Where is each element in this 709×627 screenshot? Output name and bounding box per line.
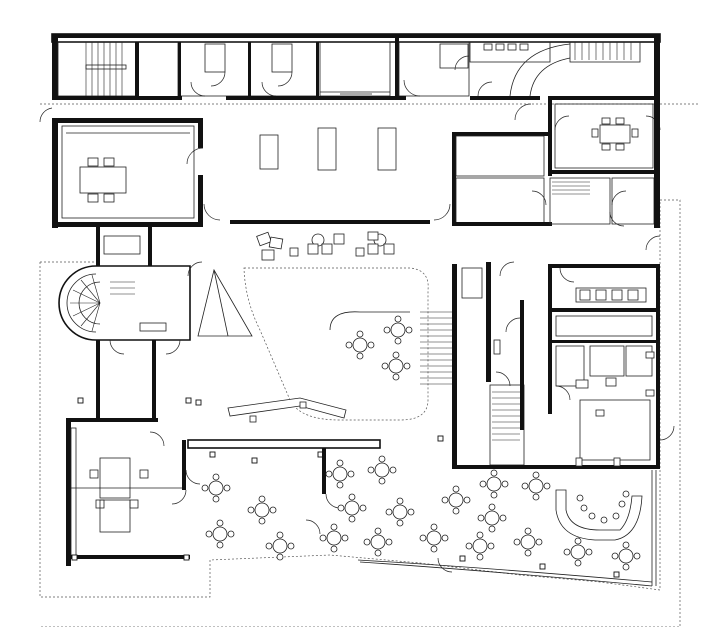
- restaurant-table: [521, 471, 551, 501]
- stair-east-small-treads: [552, 181, 590, 195]
- entrance-corridor: [319, 41, 391, 97]
- meeting-room-east: [452, 96, 661, 228]
- spiral-stair: [58, 226, 192, 420]
- office-north-row: [177, 41, 319, 98]
- site-boundary-line: [39, 199, 681, 627]
- display-case-2: [317, 127, 337, 171]
- meeting-table-west: [79, 166, 127, 194]
- bar-stools: [576, 490, 630, 524]
- restaurant-table: [513, 527, 543, 557]
- hall-lounge: [256, 231, 395, 261]
- stair-north-east-treads: [574, 42, 632, 60]
- stair-north-west: [57, 41, 139, 97]
- restaurant-table: [247, 495, 277, 525]
- restaurant-table: [265, 531, 295, 561]
- restaurant-south: [187, 439, 657, 587]
- restaurant-table: [441, 485, 471, 515]
- atrium-table-2: [383, 315, 413, 345]
- restaurant-table: [419, 523, 449, 553]
- restaurant-table: [611, 541, 641, 571]
- restaurant-table: [367, 455, 397, 485]
- restaurant-table: [385, 497, 415, 527]
- restaurant-table: [205, 519, 235, 549]
- restaurant-table: [479, 469, 509, 499]
- restaurant-table: [477, 503, 507, 533]
- atrium-table-1: [345, 330, 375, 360]
- restaurant-table: [319, 523, 349, 553]
- display-case-1: [259, 134, 279, 170]
- door-restaurant-west: [185, 469, 201, 485]
- office-south-west: [66, 418, 190, 566]
- restaurant-table: [465, 531, 495, 561]
- spiral-stair-treads: [70, 274, 135, 332]
- stair-core-east: [420, 261, 660, 469]
- north-block: [40, 33, 700, 105]
- atrium-table-3: [381, 351, 411, 381]
- kitchen-east: [548, 264, 675, 469]
- restaurant-table: [363, 527, 393, 557]
- restaurant-table: [337, 493, 367, 523]
- door-west-hall: [187, 261, 203, 277]
- display-case-3: [377, 127, 397, 171]
- restaurant-table: [325, 459, 355, 489]
- door-east-hall: [645, 235, 661, 251]
- lounge-chair-group-1: [256, 231, 284, 261]
- restaurant-tables: [201, 455, 641, 571]
- stair-north-east: [395, 34, 641, 98]
- bar-counter: [555, 489, 643, 541]
- hall-central: [203, 103, 532, 224]
- meeting-table-east: [599, 124, 631, 144]
- restaurant-table: [563, 537, 593, 567]
- stair-core-east-treads: [420, 311, 520, 441]
- atrium-courtyard: [195, 267, 444, 442]
- meeting-room-west: [39, 107, 204, 228]
- restaurant-table: [201, 473, 231, 503]
- bench-curved: [227, 397, 347, 419]
